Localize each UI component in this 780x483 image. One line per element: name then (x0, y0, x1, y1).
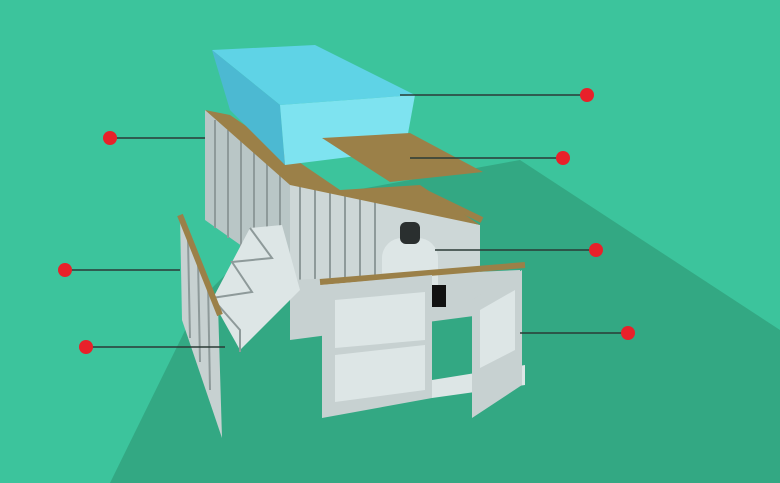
deck-icon (322, 133, 483, 182)
callout-dot-water-tank[interactable] (589, 243, 603, 257)
callout-dot-door[interactable] (621, 326, 635, 340)
callout-dot-railing[interactable] (58, 263, 72, 277)
callout-dot-deck[interactable] (556, 151, 570, 165)
callouts (65, 94, 628, 348)
railing-icon (177, 187, 526, 438)
stairs-icon (210, 225, 300, 352)
door-icon (322, 270, 525, 418)
callout-dot-pool[interactable] (580, 88, 594, 102)
callout-dot-stairs[interactable] (79, 340, 93, 354)
callout-dot-container[interactable] (103, 131, 117, 145)
